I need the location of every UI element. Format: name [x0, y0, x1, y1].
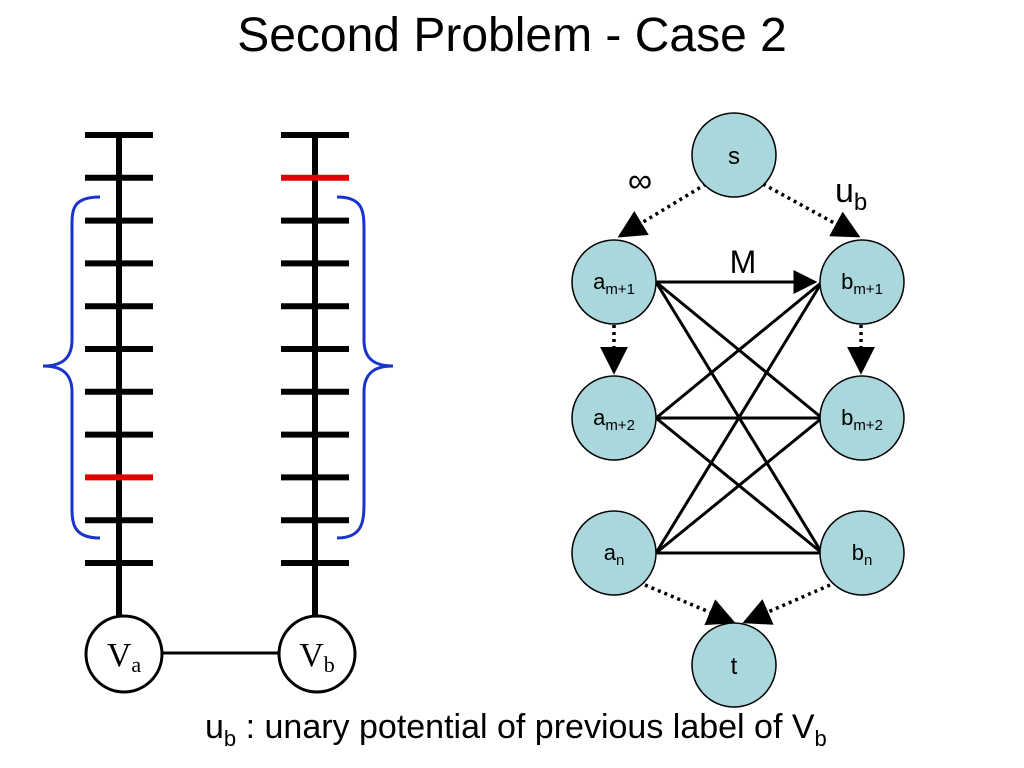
node-b-m1: bm+1 [819, 239, 905, 325]
node-s: s [691, 112, 777, 198]
edge-an-t [644, 583, 736, 626]
svg-text:bn: bn [852, 540, 873, 569]
svg-text:Va: Va [107, 637, 142, 677]
edge-a-b-label: M [730, 244, 757, 280]
footnote-text: : unary potential of previous label of V [236, 708, 815, 746]
node-b-n: bn [819, 510, 905, 596]
footnote: ub : unary potential of previous label o… [205, 708, 827, 752]
svg-text:am+2: am+2 [593, 405, 635, 434]
node-va: Va [84, 614, 164, 694]
svg-text:bm+2: bm+2 [841, 405, 883, 434]
ladder-a [85, 132, 153, 617]
right-brace [336, 195, 394, 540]
footnote-u-sub: b [223, 725, 237, 751]
ladder-a-ticks [85, 132, 153, 566]
graph-nodes: s t am+1 am+2 an bm+1 bm+2 bn [571, 112, 905, 708]
footnote-u: u [205, 708, 224, 746]
footnote-v-sub: b [814, 725, 827, 751]
node-va-sub: a [131, 652, 141, 677]
svg-text:am+1: am+1 [593, 269, 635, 298]
node-t: t [691, 622, 777, 708]
graph-edges [654, 270, 824, 555]
edge-s-b-label: ub [835, 172, 867, 216]
svg-text:bm+1: bm+1 [841, 269, 883, 298]
edge-bn-t [742, 583, 831, 625]
edge-s-am1 [617, 182, 707, 238]
node-b-m2: bm+2 [819, 375, 905, 461]
left-brace [42, 195, 101, 540]
svg-text:t: t [731, 653, 738, 680]
svg-text:s: s [728, 143, 740, 170]
ladder-b-ticks [281, 132, 349, 566]
node-vb-sub: b [324, 652, 335, 677]
node-a-m1: am+1 [571, 239, 657, 325]
node-a-n: an [571, 510, 657, 596]
node-vb: Vb [277, 614, 357, 694]
edge-an-bm1 [654, 281, 824, 554]
edge-am2-bm1 [655, 280, 823, 420]
svg-text:an: an [604, 540, 625, 569]
edge-s-a-label: ∞ [628, 162, 652, 200]
node-a-m2: am+2 [571, 375, 657, 461]
ladder-b [281, 132, 349, 617]
graph-dotted-edges [600, 182, 875, 626]
svg-text:Vb: Vb [299, 637, 335, 677]
node-vb-main: V [299, 637, 324, 674]
edge-an-bm2 [655, 416, 823, 555]
slide-title: Second Problem - Case 2 [237, 9, 787, 62]
node-va-main: V [107, 637, 132, 674]
